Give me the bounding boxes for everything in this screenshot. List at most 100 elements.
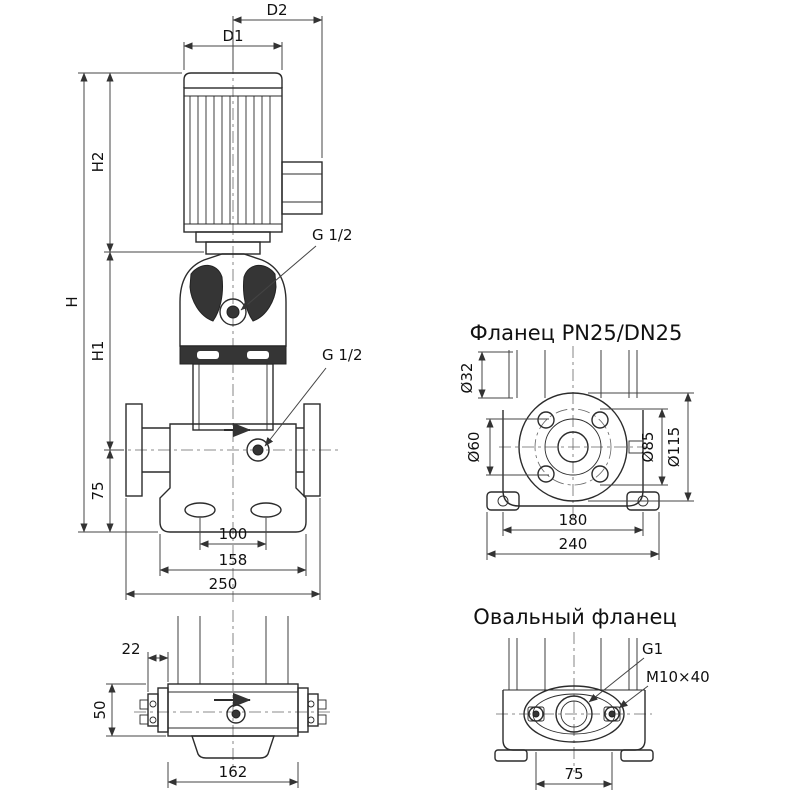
callout-m10: M10×40 bbox=[618, 668, 710, 709]
dim-label-180: 180 bbox=[559, 511, 588, 529]
dimension-158: 158 bbox=[159, 534, 307, 576]
oval-bolt-left-center bbox=[532, 710, 540, 718]
dimension-h: H bbox=[63, 72, 182, 533]
gauge-port-boss bbox=[246, 438, 270, 462]
pump-head bbox=[179, 253, 287, 347]
dim-label-d60: Ø60 bbox=[465, 432, 483, 463]
side-base bbox=[191, 735, 275, 759]
dim-label-d115: Ø115 bbox=[665, 427, 683, 467]
flange-heading: Фланец PN25/DN25 bbox=[470, 321, 683, 345]
dimension-75: 75 bbox=[89, 449, 114, 533]
oval-columns bbox=[508, 638, 638, 690]
dim-label-h: H bbox=[63, 296, 81, 307]
dim-label-250: 250 bbox=[209, 575, 238, 593]
flange-outer-circle bbox=[518, 392, 628, 502]
stage-column-lines bbox=[198, 364, 268, 430]
dim-label-100: 100 bbox=[219, 525, 248, 543]
gauge-port bbox=[252, 444, 264, 456]
side-nut-right-2 bbox=[317, 714, 327, 725]
side-centerlines bbox=[134, 610, 334, 770]
motor-fan-cover bbox=[183, 72, 283, 88]
dim-label-22: 22 bbox=[121, 640, 140, 658]
bolt-circle bbox=[534, 408, 612, 486]
callout-g12-mid: G 1/2 bbox=[264, 346, 363, 447]
side-gauge-port bbox=[226, 704, 246, 724]
side-flange-right-1 bbox=[297, 687, 309, 733]
dim-label-240: 240 bbox=[559, 535, 588, 553]
dimension-240: 240 bbox=[486, 512, 660, 560]
side-body-lines bbox=[168, 691, 298, 729]
bolt-hole-1 bbox=[537, 411, 555, 429]
oval-centerlines bbox=[496, 632, 652, 772]
bolt-hole-3 bbox=[537, 465, 555, 483]
side-flange-right-2 bbox=[307, 693, 319, 727]
vent-plug bbox=[226, 305, 240, 319]
dimension-h1: H1 bbox=[89, 251, 124, 451]
dimension-d32: Ø32 bbox=[458, 351, 513, 399]
oval-foot-left bbox=[494, 749, 528, 762]
oval-bolt-left bbox=[528, 706, 544, 722]
dim-label-d85: Ø85 bbox=[639, 432, 657, 463]
stage-column bbox=[192, 363, 274, 431]
side-bolt-left-1 bbox=[149, 700, 157, 708]
side-columns bbox=[177, 616, 289, 684]
side-gauge-plug bbox=[231, 709, 241, 719]
dimension-oval-75: 75 bbox=[535, 752, 613, 790]
base-slot-left bbox=[184, 502, 216, 518]
side-flange-left-1 bbox=[157, 687, 169, 733]
base-casting bbox=[159, 423, 307, 533]
dimension-d115: Ø115 bbox=[588, 392, 694, 502]
port-pipes bbox=[142, 427, 304, 473]
oval-heading: Овальный фланец bbox=[473, 605, 676, 629]
suction-flange bbox=[125, 403, 143, 497]
dimension-50: 50 bbox=[91, 683, 166, 737]
dimension-d2: D2 bbox=[232, 1, 323, 158]
oval-bolt-right bbox=[604, 706, 620, 722]
dim-label-158: 158 bbox=[219, 551, 248, 569]
bolt-label-m10: M10×40 bbox=[646, 668, 710, 686]
dim-label-75: 75 bbox=[89, 481, 107, 500]
terminal-box bbox=[281, 161, 323, 215]
dim-label-oval-75: 75 bbox=[564, 765, 583, 783]
oval-bolt-right-center bbox=[608, 710, 616, 718]
flange-view-columns bbox=[508, 350, 638, 398]
oval-flange-view: Овальный фланец G1 M10×40 75 bbox=[473, 605, 710, 790]
dimension-162: 162 bbox=[167, 762, 299, 788]
dim-label-50: 50 bbox=[91, 700, 109, 719]
base-slot-right bbox=[250, 502, 282, 518]
oval-casting bbox=[502, 690, 646, 751]
flange-view: Фланец PN25/DN25 Ø32 Ø60 Ø85 bbox=[458, 321, 694, 560]
bolt-hole-2 bbox=[591, 411, 609, 429]
oval-port-bore bbox=[555, 695, 593, 733]
dimension-250: 250 bbox=[125, 498, 321, 600]
side-view: 22 50 162 bbox=[91, 610, 334, 788]
port-label-g12-mid: G 1/2 bbox=[322, 346, 363, 364]
bolt-hole-4 bbox=[591, 465, 609, 483]
dim-label-h1: H1 bbox=[89, 341, 107, 362]
head-slot-right bbox=[247, 351, 269, 359]
dim-label-d32: Ø32 bbox=[458, 363, 476, 394]
raised-face-circle bbox=[544, 418, 602, 476]
head-base-band bbox=[179, 345, 287, 365]
dim-label-h2: H2 bbox=[89, 152, 107, 173]
side-nut-left-2 bbox=[139, 714, 149, 725]
flange-foot-left bbox=[486, 491, 520, 511]
side-flange-left-2 bbox=[147, 693, 159, 727]
side-nut-right-1 bbox=[317, 699, 327, 710]
discharge-flange bbox=[303, 403, 321, 497]
side-bolt-right-1 bbox=[307, 700, 315, 708]
head-slot-left bbox=[197, 351, 219, 359]
dimension-h2: H2 bbox=[89, 72, 204, 253]
thread-label-g1: G1 bbox=[642, 640, 663, 658]
side-stud-nut bbox=[628, 440, 644, 454]
dimension-100: 100 bbox=[199, 518, 267, 550]
side-bolt-right-2 bbox=[307, 716, 315, 724]
terminal-box-lines bbox=[282, 173, 322, 203]
main-view: D1 D2 H H2 H1 75 bbox=[63, 1, 363, 602]
dimension-d60: Ø60 bbox=[465, 418, 549, 476]
side-nut-left-1 bbox=[139, 699, 149, 710]
callout-g12-top: G 1/2 bbox=[240, 226, 353, 311]
flange-bore bbox=[557, 431, 589, 463]
dim-label-d2: D2 bbox=[266, 1, 287, 19]
